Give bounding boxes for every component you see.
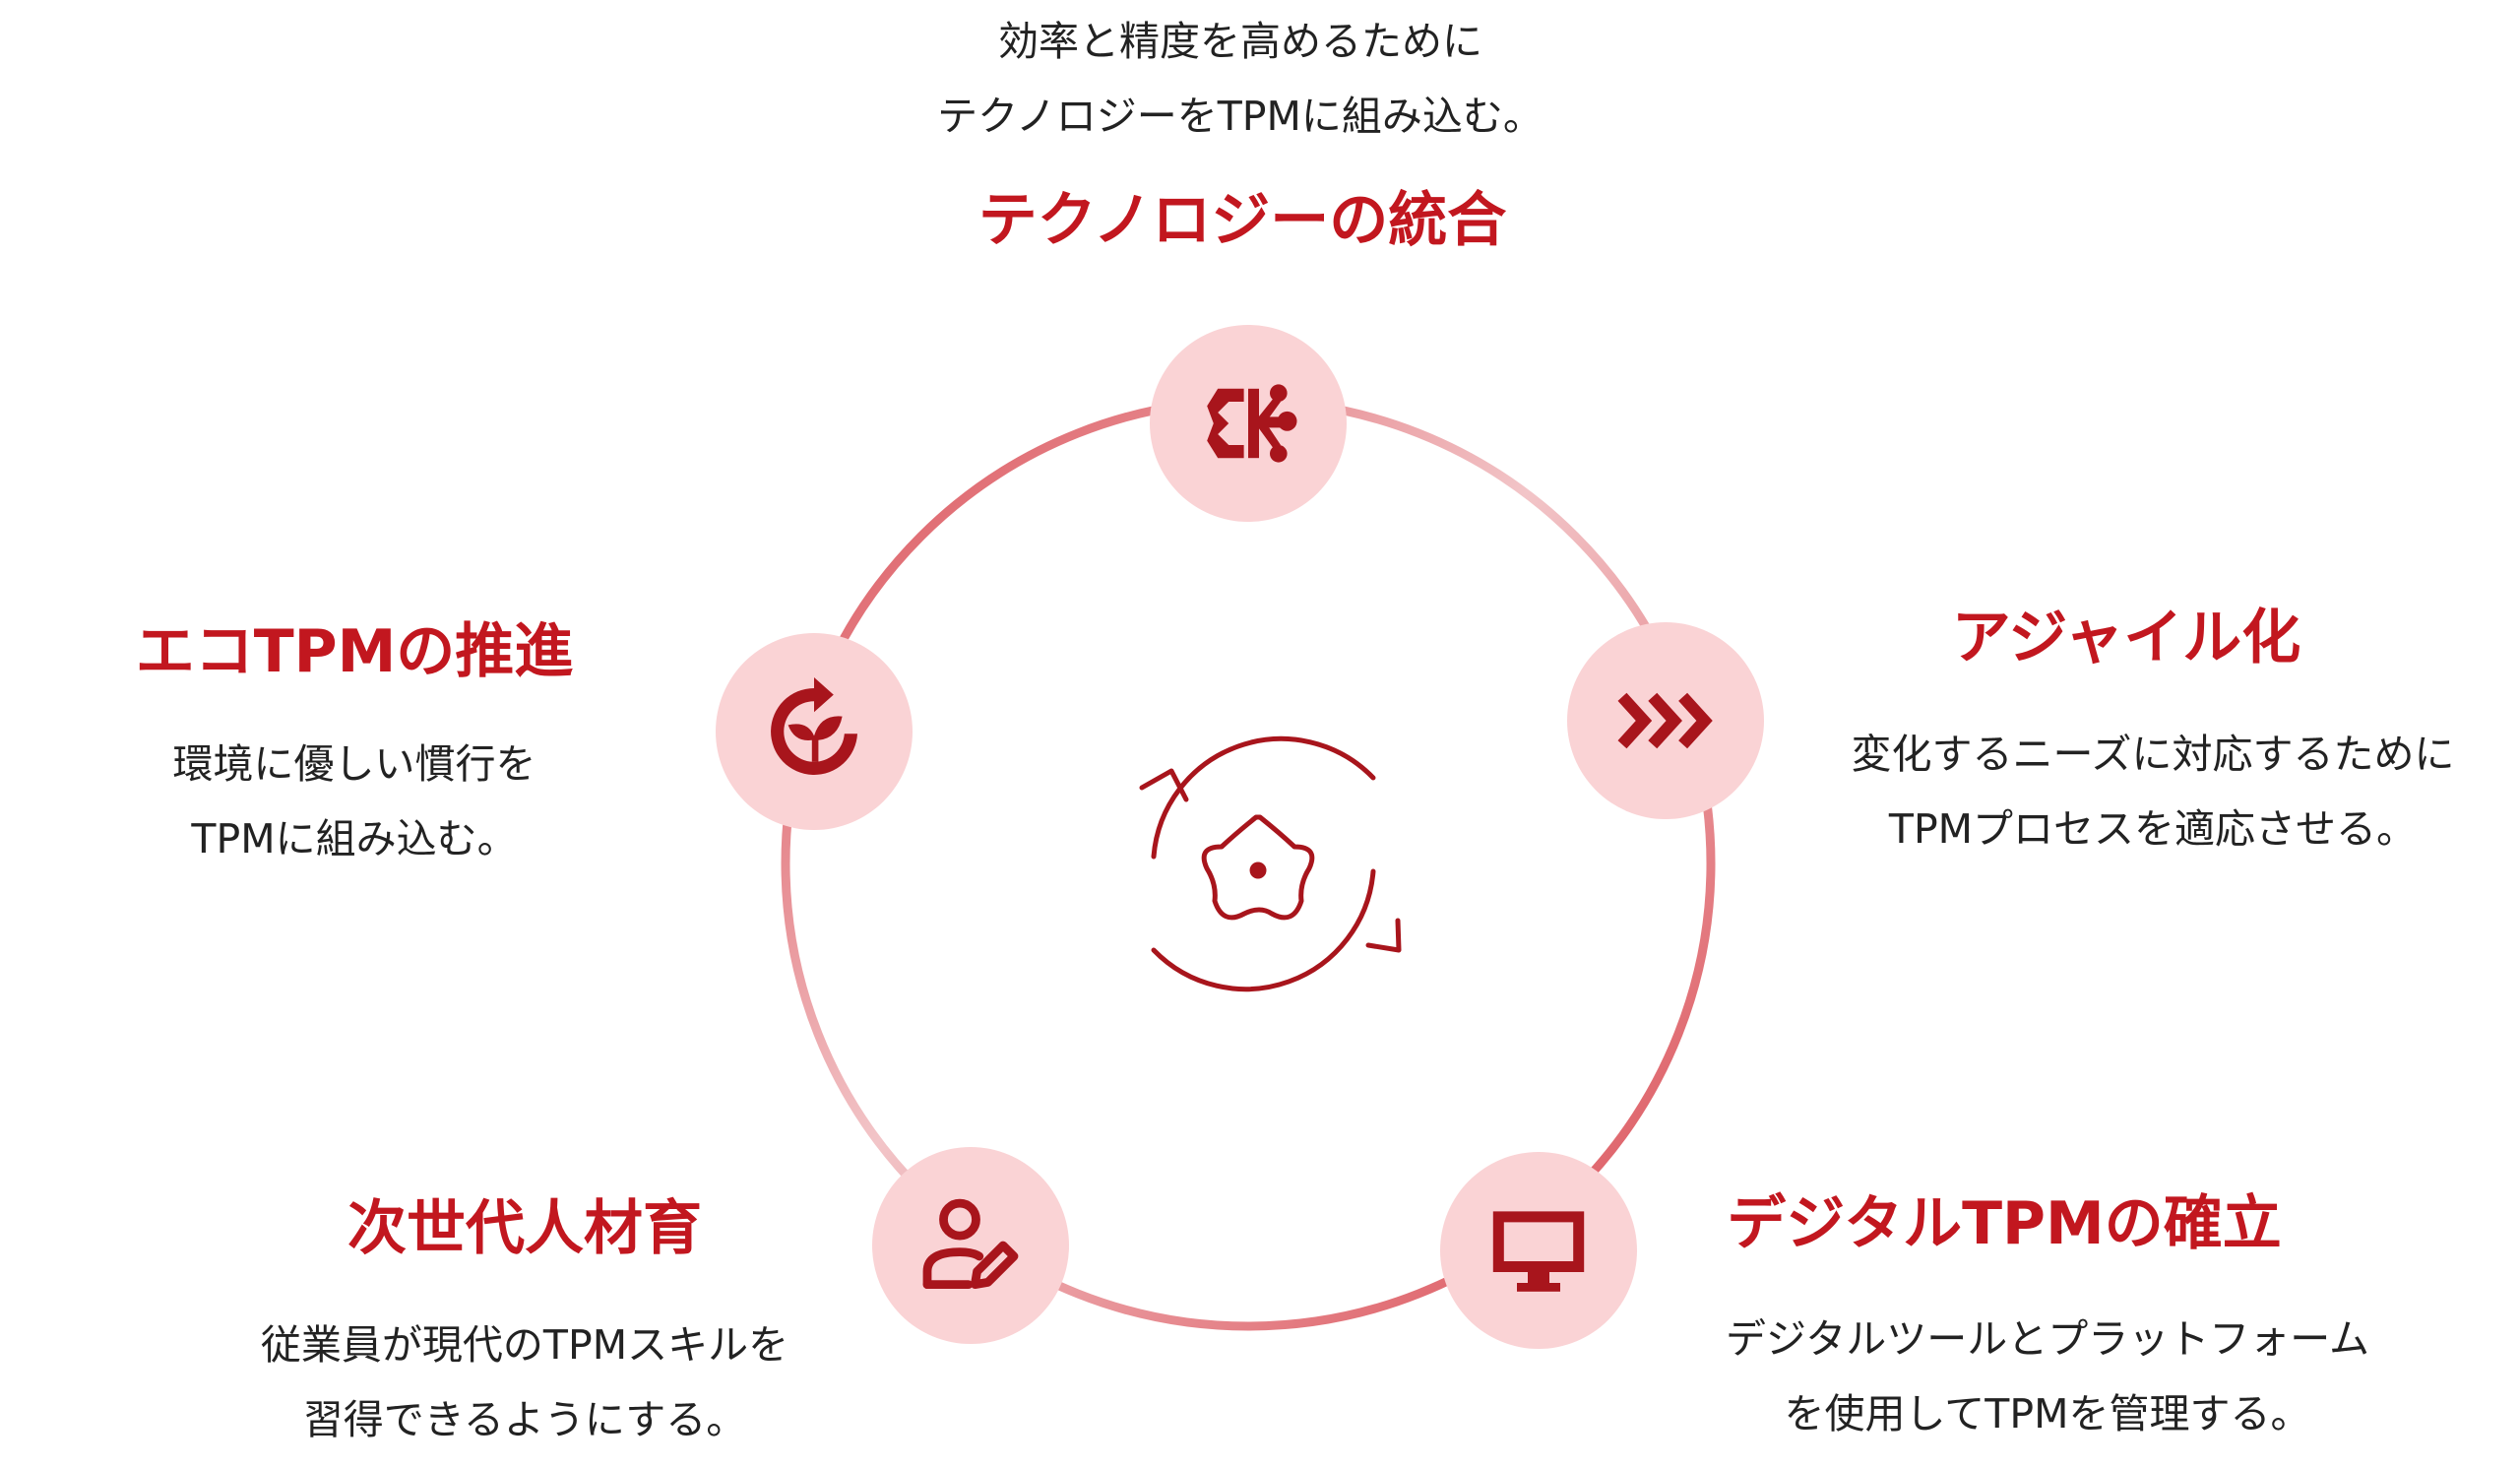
top-desc-line1: 効率と精度を高めるために: [998, 18, 1482, 65]
monitor-icon: [1492, 1211, 1585, 1292]
bottom-left-description: 従業員が現代のTPMスキルを 習得できるようにする。: [261, 1308, 788, 1457]
right-description: 変化するニーズに対応するために TPMプロセスを適応させる。: [1852, 717, 2455, 866]
eco-cycle-icon: [771, 677, 857, 775]
right-title: アジャイル化: [1951, 604, 2301, 672]
ai-brain-icon: [1207, 384, 1297, 463]
node-next-gen-talent: [872, 1147, 1069, 1344]
gear-cycle-icon: [1139, 735, 1402, 992]
bottom-left-title: 次世代人材育: [347, 1194, 702, 1263]
bottom-left-desc-line1: 従業員が現代のTPMスキルを: [260, 1321, 789, 1369]
right-desc-line1: 変化するニーズに対応するために: [1851, 731, 2455, 778]
node-eco-tpm: [716, 633, 913, 830]
left-desc-line1: 環境に優しい慣行を: [172, 740, 536, 788]
top-description: 効率と精度を高めるために テクノロジーをTPMに組み込む。: [937, 4, 1544, 154]
right-desc-line2: TPMプロセスを適応させる。: [1888, 805, 2418, 853]
bottom-right-description: デジタルツールとプラットフォーム を使用してTPMを管理する。: [1726, 1302, 2369, 1451]
user-edit-icon: [922, 1198, 1019, 1289]
bottom-right-title: デジタルTPMの確立: [1727, 1189, 2282, 1258]
bottom-right-desc-line1: デジタルツールとプラットフォーム: [1726, 1315, 2369, 1363]
node-technology-integration: [1150, 325, 1347, 522]
left-title: エコTPMの推進: [135, 617, 574, 686]
left-description: 環境に優しい慣行を TPMに組み込む。: [173, 727, 536, 876]
node-digital-tpm: [1440, 1152, 1637, 1349]
bottom-right-desc-line2: を使用してTPMを管理する。: [1784, 1390, 2311, 1437]
triple-chevron-right-icon: [1617, 692, 1713, 749]
bottom-left-desc-line2: 習得できるようにする。: [302, 1396, 747, 1443]
top-desc-line2: テクノロジーをTPMに組み込む。: [937, 93, 1544, 140]
node-agile: [1567, 622, 1764, 819]
top-title: テクノロジーの統合: [977, 186, 1507, 255]
left-desc-line2: TPMに組み込む。: [191, 815, 518, 862]
